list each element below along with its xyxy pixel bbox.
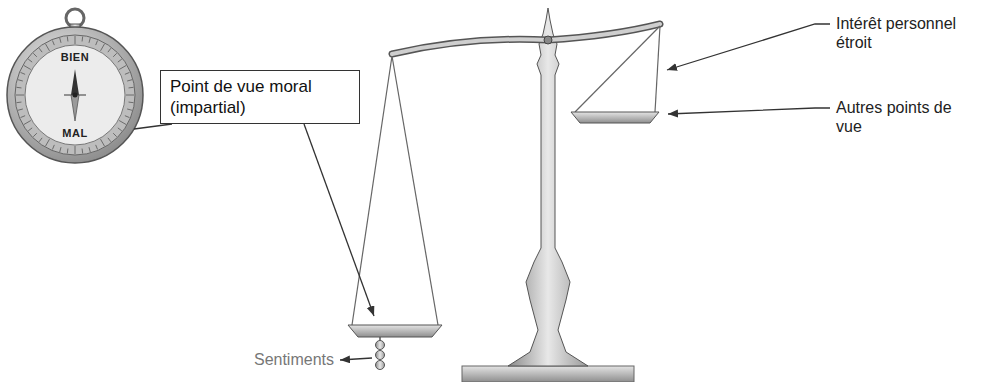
compass-tick <box>125 116 130 118</box>
leader-lines <box>340 24 830 360</box>
compass-tick <box>52 40 54 45</box>
compass-tick <box>75 146 76 154</box>
compass-tick <box>16 95 24 96</box>
compass-tick <box>20 116 25 118</box>
leader-line <box>667 24 830 70</box>
compass-tick <box>75 36 76 44</box>
compass-tick <box>67 149 69 154</box>
compass-tick <box>125 72 130 74</box>
compass-tick <box>118 128 122 131</box>
leader-line <box>134 124 172 129</box>
compass-ticks <box>16 36 134 154</box>
scale-pivot <box>544 36 552 44</box>
compass-tick <box>96 40 98 45</box>
compass-tick <box>82 149 84 154</box>
compass-tick <box>101 139 105 146</box>
weight <box>376 351 385 360</box>
compass-tick <box>17 102 22 104</box>
compass <box>7 9 143 163</box>
compass-tick <box>82 37 84 42</box>
pan-string <box>575 26 660 112</box>
leader-line <box>304 124 374 316</box>
scale-pillar <box>508 8 588 366</box>
leader-line <box>340 358 372 360</box>
compass-face <box>25 45 125 145</box>
compass-tick <box>127 80 132 81</box>
box-text: Point de vue moral (impartial) <box>170 76 350 118</box>
compass-tick <box>118 59 122 62</box>
compass-case <box>7 27 143 163</box>
compass-tick <box>28 128 32 131</box>
compass-tick <box>108 138 111 142</box>
compass-tick <box>20 72 25 74</box>
compass-tick <box>33 53 37 57</box>
compass-tick <box>33 133 37 137</box>
compass-tick <box>126 95 134 96</box>
compass-tick <box>113 133 117 137</box>
weight <box>376 361 385 370</box>
compass-bezel <box>15 35 135 155</box>
compass-tick <box>39 48 42 52</box>
compass-tick <box>18 80 23 81</box>
compass-tick <box>60 147 61 152</box>
scale-beam <box>392 24 660 54</box>
compass-tick <box>46 139 50 146</box>
compass-tick <box>89 147 90 152</box>
compass-tick <box>46 44 50 51</box>
compass-tick <box>129 102 134 104</box>
compass-tick <box>96 145 98 150</box>
compass-tick <box>24 121 31 125</box>
compass-tick <box>127 109 132 110</box>
viewpoint-box: Point de vue moral (impartial) <box>160 70 360 124</box>
compass-tick <box>60 38 61 43</box>
balance-scale <box>348 8 660 382</box>
compass-tick <box>119 121 126 125</box>
compass-tick <box>129 87 134 89</box>
compass-tick <box>101 44 105 51</box>
scale-beam <box>392 24 660 54</box>
compass-tick <box>108 48 111 52</box>
pan-string <box>655 26 660 112</box>
compass-tick <box>89 38 90 43</box>
scale-label: Intérêt personnel étroit <box>836 14 976 52</box>
compass-tick <box>113 53 117 57</box>
compass-tick <box>119 66 126 70</box>
leader-line <box>668 108 830 114</box>
scale-base <box>462 366 634 382</box>
weight-label: Sentiments <box>254 351 334 369</box>
left-pan <box>348 325 442 337</box>
compass-tick <box>18 109 23 110</box>
compass-needle <box>71 95 79 121</box>
compass-needle <box>71 69 79 95</box>
right-pan <box>571 112 659 123</box>
compass-tick <box>24 66 31 70</box>
compass-word: MAL <box>62 127 87 140</box>
pan-string <box>392 56 438 325</box>
weight <box>376 341 385 350</box>
compass-tick <box>28 59 32 62</box>
compass-pivot <box>73 93 78 98</box>
compass-tick <box>39 138 42 142</box>
compass-word: BIEN <box>61 51 89 64</box>
compass-tick <box>67 37 69 42</box>
scale-label: Autres points de vue <box>836 98 976 136</box>
compass-tick <box>17 87 22 89</box>
compass-tick <box>52 145 54 150</box>
